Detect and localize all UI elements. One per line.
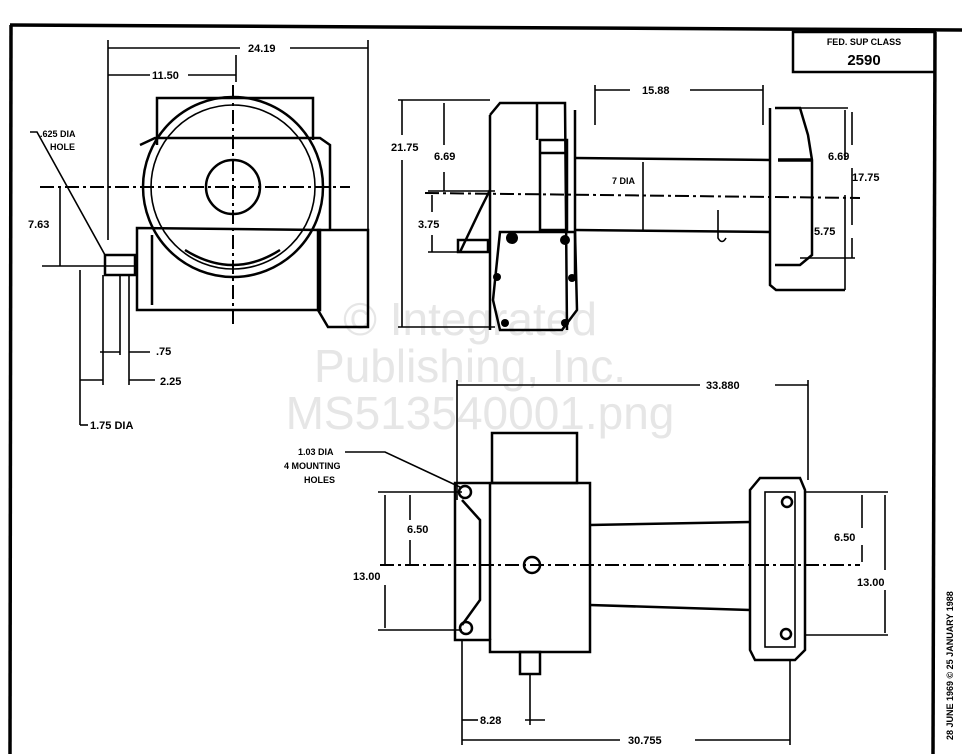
dimension-label: 33.880 xyxy=(706,380,740,392)
dimension-label: .625 DIA xyxy=(40,129,76,139)
dimension-label: 13.00 xyxy=(353,571,381,583)
watermark-line: © Integrated xyxy=(343,293,597,345)
dimension-label: 30.755 xyxy=(628,735,662,747)
title-block-value: 2590 xyxy=(847,52,880,69)
dimension-label: HOLE xyxy=(50,142,75,152)
watermark-line: Publishing, Inc. xyxy=(314,340,626,392)
dimension-label: 1.75 DIA xyxy=(90,420,133,432)
dimension-label: HOLES xyxy=(304,475,335,485)
dimension-label: 6.69 xyxy=(828,151,849,163)
drawing-border xyxy=(8,23,963,754)
title-block-label: FED. SUP CLASS xyxy=(827,37,901,47)
dimension-label: 1.03 DIA xyxy=(298,447,334,457)
watermark: © Integrated Publishing, Inc. MS51354000… xyxy=(286,293,675,439)
dimension-label: 3.75 xyxy=(418,219,439,231)
revision-dates: 28 JUNE 1969 © 25 JANUARY 1988 xyxy=(945,591,955,740)
dimension-label: 15.88 xyxy=(642,85,670,97)
dimension-label: 13.00 xyxy=(857,577,885,589)
title-block: FED. SUP CLASS 2590 xyxy=(791,30,937,74)
plan-view: 33.880 1.03 DIA 4 MOUNTING HOLES 13.00 6… xyxy=(284,380,888,747)
dimension-label: 7.63 xyxy=(28,219,49,231)
dimension-label: 5.75 xyxy=(814,226,835,238)
dimension-label: 8.28 xyxy=(480,715,501,727)
dimension-label: 4 MOUNTING xyxy=(284,461,341,471)
watermark-line: MS513540001.png xyxy=(286,387,675,439)
dimension-label: 6.50 xyxy=(834,532,855,544)
dimension-label: 6.69 xyxy=(434,151,455,163)
dimension-label: 7 DIA xyxy=(612,176,636,186)
dimension-label: 2.25 xyxy=(160,376,181,388)
dimension-label: 11.50 xyxy=(152,70,179,82)
dimension-label: 6.50 xyxy=(407,524,428,536)
dimension-label: 17.75 xyxy=(852,172,880,184)
dimension-label: 21.75 xyxy=(391,142,419,154)
side-view: 21.75 6.69 3.75 7 DIA 15.88 17.75 xyxy=(391,85,880,332)
dimension-label: 24.19 xyxy=(248,43,276,55)
dimension-label: .75 xyxy=(156,346,171,358)
end-view: 24.19 11.50 7.63 .625 DIA HOLE .75 2.25 … xyxy=(28,40,370,432)
